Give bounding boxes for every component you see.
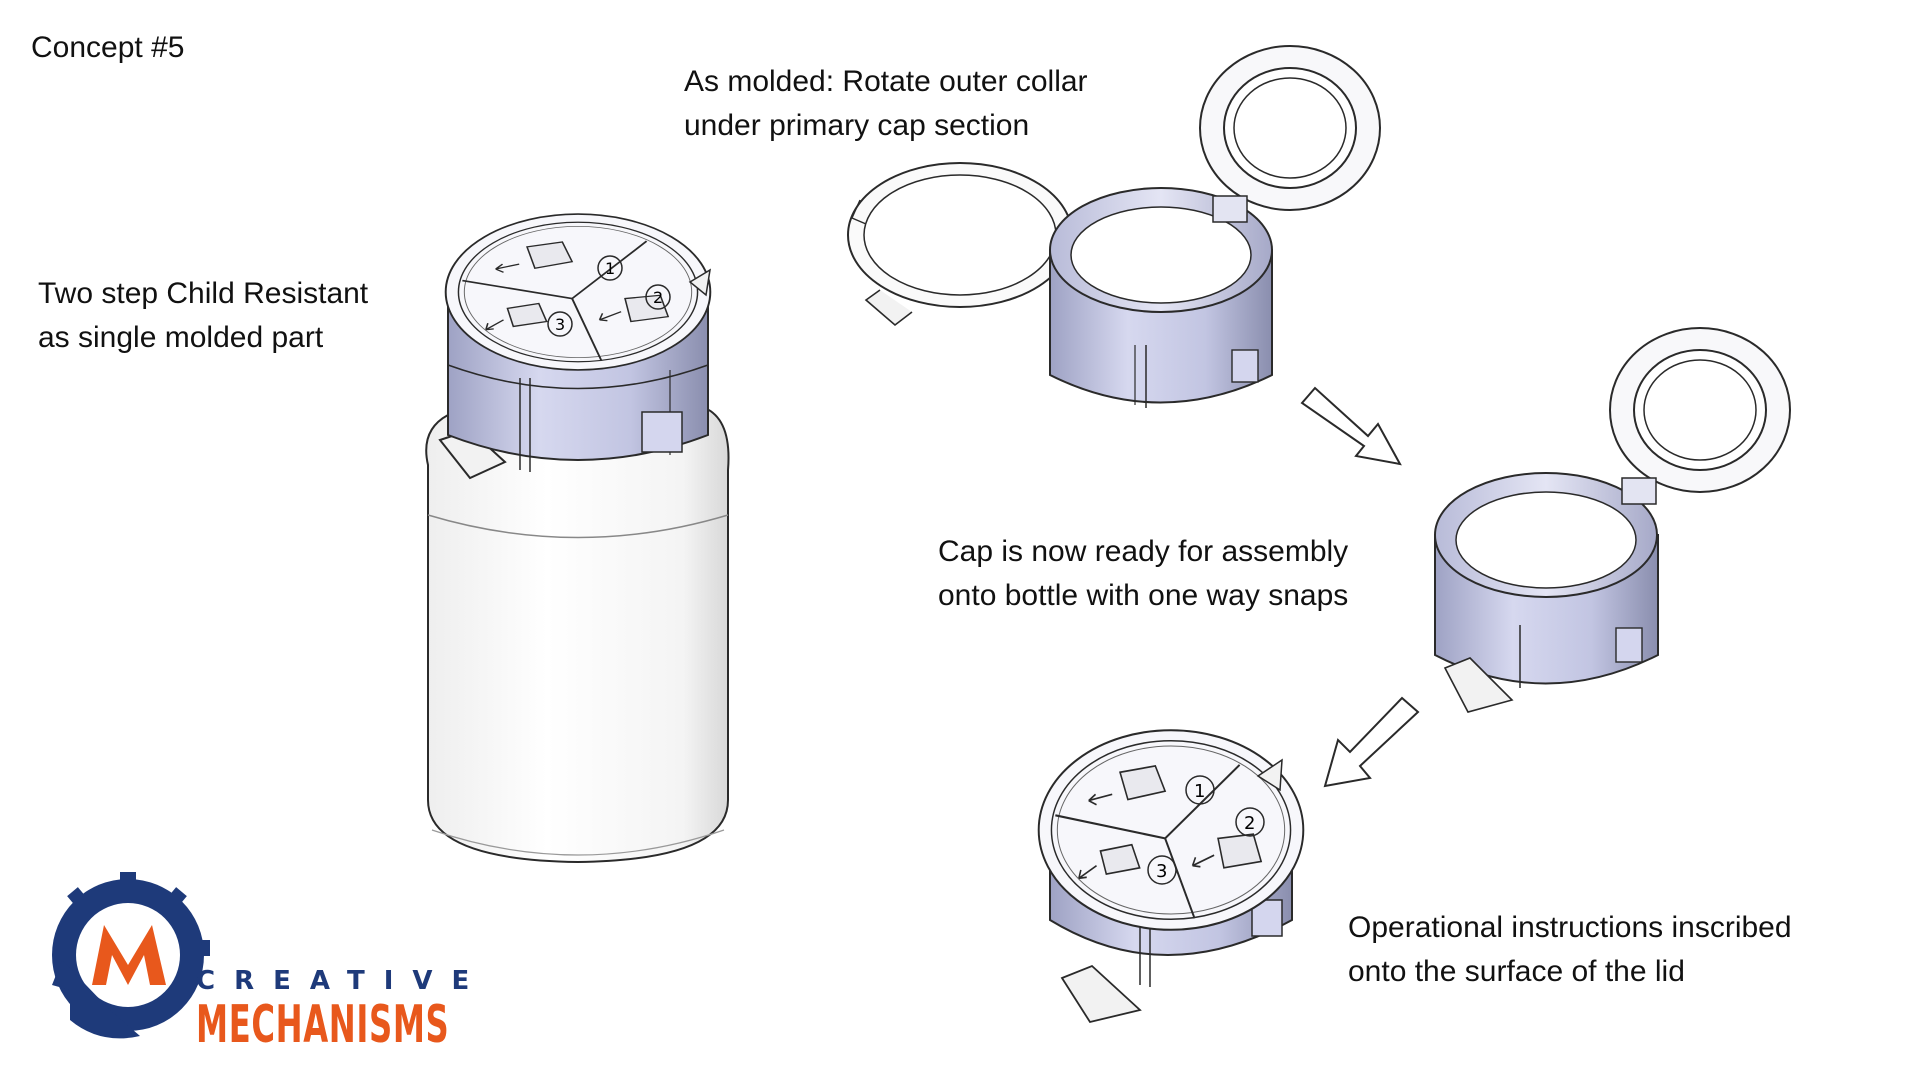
closed-cap-numbers: 1 2 3 [1147,775,1265,885]
step-number-3: 3 [555,315,565,334]
concept-title: Concept #5 [31,31,185,64]
assembled-bottle [425,213,730,864]
ready-line2: onto bottle with one way snaps [938,579,1349,612]
closed-step-number-2: 2 [1244,813,1255,834]
two-step-caption: Two step Child Resistant as single molde… [38,272,368,360]
closed-step-number-1: 1 [1194,781,1205,802]
as-molded-line1: As molded: Rotate outer collar [684,65,1088,98]
two-step-line2: as single molded part [38,321,324,354]
as-molded-line2: under primary cap section [684,109,1030,142]
closed-cap [1037,729,1305,1024]
closed-step-number-3: 3 [1156,861,1167,882]
ready-line1: Cap is now ready for assembly [938,535,1349,568]
step-number-2: 2 [653,288,663,307]
operational-caption: Operational instructions inscribed onto … [1348,906,1792,994]
as-molded-part [847,45,1381,408]
arrow-down-right [1300,386,1402,466]
left-lid-numbers: 1 2 3 [547,255,671,337]
step-number-1: 1 [605,259,615,278]
logo-word-mechanisms: MECHANISMS [196,995,450,1055]
ready-for-assembly-part [1434,327,1791,713]
as-molded-caption: As molded: Rotate outer collar under pri… [684,60,1088,148]
logo-word-creative: CREATIVE [196,966,489,996]
arrow-down-left [1323,696,1420,788]
two-step-line1: Two step Child Resistant [38,277,369,310]
operational-line1: Operational instructions inscribed [1348,911,1792,944]
creative-mechanisms-logo-mark [52,872,210,1039]
ready-caption: Cap is now ready for assembly onto bottl… [938,530,1348,618]
operational-line2: onto the surface of the lid [1348,955,1685,988]
